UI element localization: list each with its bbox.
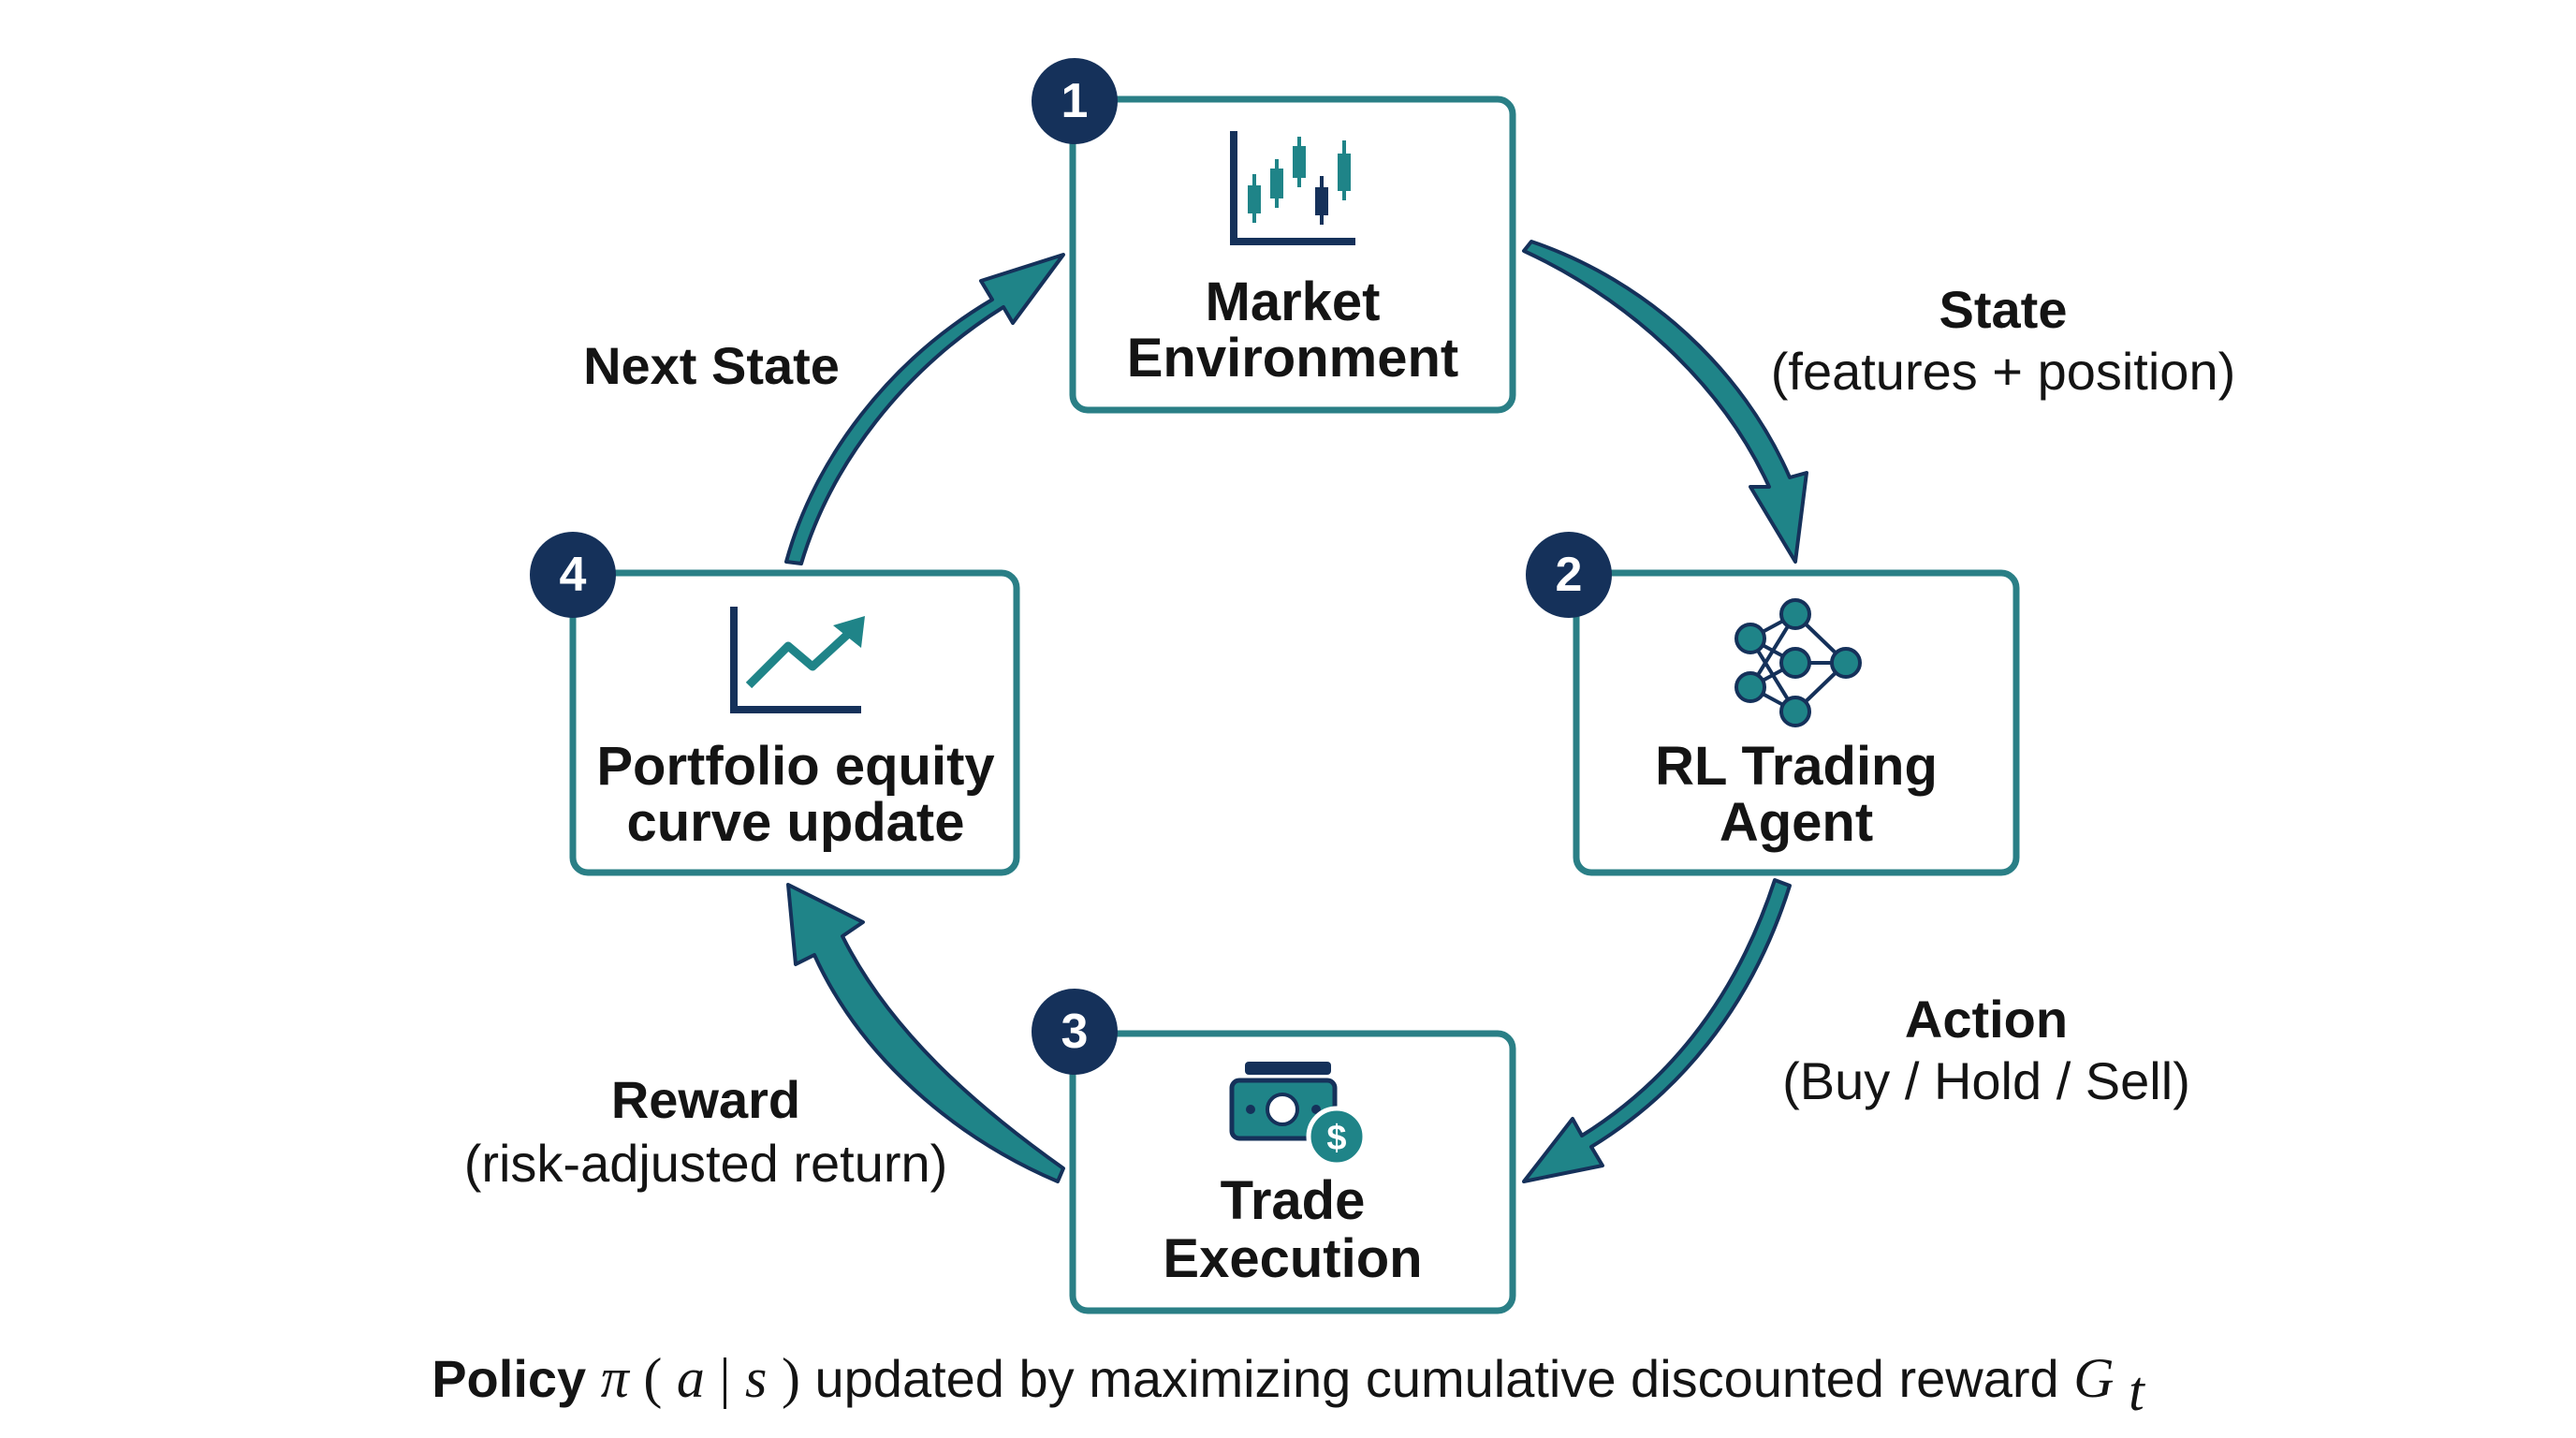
- node-trade-execution: $ Trade Execution 3: [1032, 989, 1516, 1314]
- node-title-line2: curve update: [627, 792, 965, 853]
- node-market-environment: Market Environment 1: [1032, 58, 1516, 414]
- svg-text:(risk-adjusted return): (risk-adjusted return): [464, 1134, 948, 1193]
- node-box: [1069, 1030, 1516, 1314]
- node-box: [569, 569, 1020, 876]
- step-badge: 1: [1032, 58, 1118, 144]
- svg-text:(Buy / Hold / Sell): (Buy / Hold / Sell): [1782, 1051, 2190, 1110]
- node-box: [1069, 95, 1516, 414]
- caption-pi: π: [601, 1347, 631, 1409]
- caption-paren-close: ): [782, 1347, 800, 1409]
- node-title-line1: Market: [1206, 271, 1381, 332]
- node-portfolio-equity: Portfolio equity curve update 4: [530, 532, 1020, 876]
- arrow-next-state: [784, 253, 1065, 565]
- caption-G: G: [2073, 1347, 2114, 1409]
- caption-a: a: [677, 1347, 705, 1409]
- edge-label-action: Action (Buy / Hold / Sell): [1782, 990, 2190, 1110]
- step-badge: 2: [1526, 532, 1612, 618]
- edge-label-next-state: Next State: [583, 336, 840, 395]
- node-title-line1: Trade: [1221, 1170, 1366, 1231]
- svg-text:Reward: Reward: [611, 1070, 800, 1129]
- caption-text: updated by maximizing cumulative discoun…: [815, 1349, 2074, 1408]
- svg-text:State: State: [1939, 280, 2068, 339]
- node-title-line1: RL Trading: [1655, 736, 1938, 797]
- candlestick-chart-icon: [1230, 131, 1355, 245]
- cash-dollar-icon: $: [1229, 1062, 1368, 1167]
- node-rl-trading-agent: RL Trading Agent 2: [1526, 532, 2020, 876]
- svg-text:4: 4: [560, 548, 587, 602]
- svg-text:3: 3: [1061, 1005, 1089, 1059]
- neural-network-icon: [1734, 598, 1862, 727]
- caption-bar: |: [719, 1347, 730, 1409]
- svg-text:2: 2: [1556, 548, 1583, 602]
- node-title-line2: Agent: [1720, 792, 1873, 853]
- node-title-line2: Environment: [1127, 328, 1459, 389]
- node-title-line1: Portfolio equity: [596, 736, 994, 797]
- caption-s: s: [745, 1347, 767, 1409]
- edge-label-state: State (features + position): [1771, 280, 2235, 401]
- caption-t: t: [2129, 1360, 2145, 1422]
- svg-text:Next State: Next State: [583, 336, 840, 395]
- caption-bold: Policy: [432, 1349, 586, 1408]
- step-badge: 3: [1032, 989, 1118, 1075]
- policy-caption: Policy π ( a | s ) updated by maximizing…: [432, 1347, 2145, 1422]
- svg-text:$: $: [1326, 1119, 1346, 1158]
- svg-text:(features + position): (features + position): [1771, 342, 2235, 401]
- arrow-reward: [786, 883, 1065, 1183]
- arrow-state: [1522, 240, 1808, 564]
- node-title-line2: Execution: [1163, 1228, 1422, 1289]
- svg-text:Action: Action: [1905, 990, 2068, 1049]
- step-badge: 4: [530, 532, 616, 618]
- caption-paren-open: (: [643, 1347, 662, 1409]
- edge-label-reward: Reward (risk-adjusted return): [464, 1070, 948, 1193]
- svg-text:1: 1: [1061, 74, 1089, 128]
- arrow-action: [1522, 878, 1792, 1183]
- trend-up-chart-icon: [730, 607, 865, 713]
